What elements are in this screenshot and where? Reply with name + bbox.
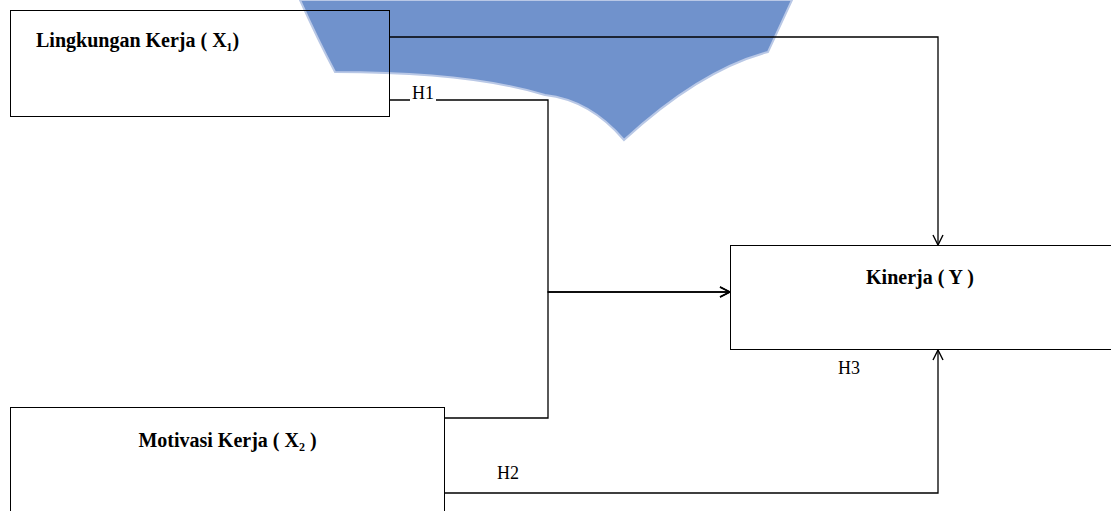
connector-arrow (390, 37, 938, 245)
variable-box: Motivasi Kerja ( X₂ ) (10, 407, 445, 511)
hypothesis-label: H1 (410, 83, 436, 104)
connector-arrow (445, 292, 730, 418)
variable-box: Kinerja ( Y ) (730, 245, 1111, 350)
box-label: Lingkungan Kerja ( X₁) (36, 28, 239, 52)
box-label: Kinerja ( Y ) (866, 265, 974, 289)
connector-arrow (390, 100, 730, 292)
connector-arrow (445, 350, 938, 493)
watermark-shape (300, 0, 792, 140)
variable-box: Lingkungan Kerja ( X₁) (10, 10, 390, 117)
box-label: Motivasi Kerja ( X₂ ) (138, 428, 316, 452)
hypothesis-label: H2 (495, 463, 521, 484)
hypothesis-label: H3 (836, 358, 862, 379)
